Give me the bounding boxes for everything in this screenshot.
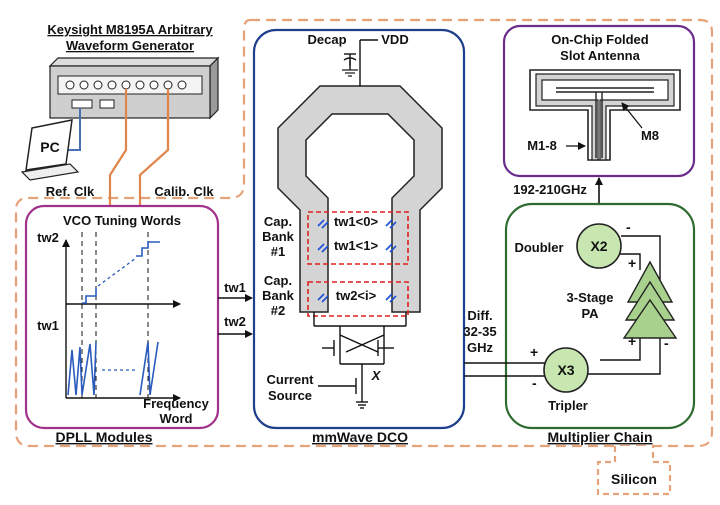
tw1-signal-label: tw1 xyxy=(224,280,246,295)
silicon-label: Silicon xyxy=(611,471,657,487)
three-stage-pa xyxy=(622,260,678,339)
m8-arrow xyxy=(621,102,643,129)
decap-label: Decap xyxy=(307,32,346,47)
cap-bank-2-label-1: Cap. xyxy=(264,273,292,288)
svg-text:+: + xyxy=(628,333,636,349)
cap-bank-1 xyxy=(307,211,409,265)
svg-text:+: + xyxy=(628,255,636,271)
tw1-0-label: tw1<0> xyxy=(334,214,378,229)
output-frequency: 192-210GHz xyxy=(513,182,587,197)
vdd-label: VDD xyxy=(381,32,408,47)
dpll-plot xyxy=(62,232,181,402)
tripler-label: Tripler xyxy=(548,398,588,413)
x-node-label: X xyxy=(371,368,382,383)
generator-title-1: Keysight M8195A Arbitrary xyxy=(47,22,213,37)
waveform-generator-device xyxy=(48,56,220,120)
m8-label: M8 xyxy=(641,128,659,143)
current-source-label-1: Current xyxy=(267,372,315,387)
diff-label-2: 32-35 xyxy=(463,324,496,339)
cap-bank-1-label-1: Cap. xyxy=(264,214,292,229)
svg-text:+: + xyxy=(530,344,538,360)
polarity-marks: - + - + + - xyxy=(530,219,669,391)
ref-clk-label: Ref. Clk xyxy=(46,184,95,199)
ref-clk-cable xyxy=(108,89,128,215)
doubler-x2 xyxy=(576,223,622,269)
tw2-i-label: tw2<i> xyxy=(336,288,377,303)
cross-coupled-pair xyxy=(313,312,407,409)
doubler-label: Doubler xyxy=(514,240,563,255)
varactor-array xyxy=(317,219,397,303)
cap-bank-2-label-3: #2 xyxy=(271,303,285,318)
pa-label-1: 3-Stage xyxy=(567,290,614,305)
pc-label: PC xyxy=(40,139,59,155)
tripler-x3 xyxy=(543,347,589,393)
silicon-label-frame xyxy=(596,446,672,496)
cap-bank-2-label-2: Bank xyxy=(262,288,295,303)
pc-icon xyxy=(20,119,80,181)
calib-clk-cable xyxy=(138,89,170,215)
tw2-signal-label: tw2 xyxy=(224,314,246,329)
octagonal-inductor xyxy=(277,85,443,313)
silicon-boundary xyxy=(14,18,714,448)
cap-bank-1-label-2: Bank xyxy=(262,229,295,244)
x2-label: X2 xyxy=(590,238,607,254)
svg-text:-: - xyxy=(626,219,631,235)
dpll-x-label-2: Word xyxy=(160,411,193,426)
folded-slot-antenna xyxy=(529,69,681,161)
cap-bank-2 xyxy=(307,281,409,317)
m18-label: M1-8 xyxy=(527,138,557,153)
diff-label-1: Diff. xyxy=(467,308,492,323)
diff-label-3: GHz xyxy=(467,340,494,355)
cap-bank-1-label-3: #1 xyxy=(271,244,285,259)
dpll-axis-tw1: tw1 xyxy=(37,318,59,333)
dpll-axis-tw2: tw2 xyxy=(37,230,59,245)
svg-text:-: - xyxy=(664,335,669,351)
pa-label-2: PA xyxy=(581,306,599,321)
generator-title-2: Waveform Generator xyxy=(66,38,194,53)
x3-label: X3 xyxy=(557,362,574,378)
calib-clk-label: Calib. Clk xyxy=(154,184,214,199)
antenna-title-2: Slot Antenna xyxy=(560,48,640,63)
antenna-title-1: On-Chip Folded xyxy=(551,32,649,47)
svg-text:-: - xyxy=(532,375,537,391)
decap-symbol xyxy=(342,39,378,82)
dpll-caption: DPLL Modules xyxy=(56,429,153,445)
dpll-x-label-1: Frequency xyxy=(143,396,210,411)
current-source-label-2: Source xyxy=(268,388,312,403)
multiplier-caption: Multiplier Chain xyxy=(548,429,653,445)
tw1-1-label: tw1<1> xyxy=(334,238,378,253)
dpll-title: VCO Tuning Words xyxy=(63,213,181,228)
dco-caption: mmWave DCO xyxy=(312,429,408,445)
